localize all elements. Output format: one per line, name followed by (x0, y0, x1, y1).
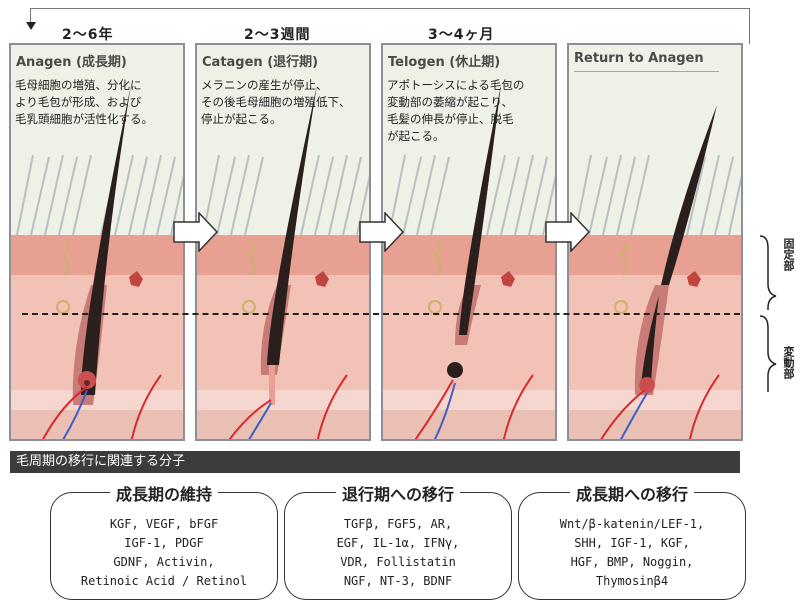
duration-catagen: 2～3週間 (244, 27, 311, 43)
molecule-line: VDR, Follistatin (340, 555, 456, 569)
panel-title-return-anagen: Return to Anagen (574, 51, 704, 66)
molecule-line: HGF, BMP, Noggin, (570, 555, 694, 569)
desc-line: 毛母細胞の増殖、分化に (15, 78, 142, 92)
cycle-return-line (30, 8, 750, 23)
title-underline (574, 71, 719, 72)
panel-desc-anagen: 毛母細胞の増殖、分化に より毛包が形成、および 毛乳頭細胞が活性化する。 (15, 77, 183, 128)
transition-arrow-icon (173, 212, 219, 252)
box-catagen-transition: 退行期への移行 TGFβ, FGF5, AR, EGF, IL-1α, IFNγ… (284, 485, 512, 600)
box-title: 退行期への移行 (285, 481, 511, 505)
molecule-line: Retinoic Acid / Retinol (80, 574, 248, 588)
desc-line: 停止が起こる。 (201, 112, 282, 126)
desc-line: 毛乳頭細胞が活性化する。 (15, 112, 153, 126)
panel-anagen: Anagen (成長期) 毛母細胞の増殖、分化に より毛包が形成、および 毛乳頭… (9, 43, 185, 441)
molecule-line: NGF, NT-3, BDNF (343, 574, 453, 588)
telogen-illustration (383, 45, 555, 439)
return-anagen-illustration (569, 45, 741, 439)
panel-desc-telogen: アポトーシスによる毛包の 変動部の萎縮が起こり、 毛髪の伸長が停止、脱毛 が起こ… (387, 77, 555, 145)
brace-icon (759, 235, 777, 392)
molecule-line: TGFβ, FGF5, AR, (343, 517, 453, 531)
box-body: Wnt/β-katenin/LEF-1, SHH, IGF-1, KGF, HG… (519, 515, 745, 591)
box-title-text: 成長期の維持 (109, 485, 218, 504)
variable-part-label: 変動部 (782, 346, 795, 379)
box-title-text: 退行期への移行 (335, 485, 460, 504)
fixed-variable-boundary-line (22, 313, 740, 315)
molecule-line: EGF, IL-1α, IFNγ, (336, 536, 460, 550)
box-anagen-maintenance: 成長期の維持 KGF, VEGF, bFGF IGF-1, PDGF GDNF,… (50, 485, 278, 600)
panel-desc-catagen: メラニンの産生が停止、 その後毛母細胞の増殖低下、 停止が起こる。 (201, 77, 369, 128)
box-title-text: 成長期への移行 (569, 485, 694, 504)
desc-line: アポトーシスによる毛包の (387, 78, 525, 92)
molecule-line: SHH, IGF-1, KGF, (574, 536, 690, 550)
panel-title-catagen: Catagen (退行期) (202, 55, 319, 70)
catagen-illustration (197, 45, 369, 439)
anagen-illustration (11, 45, 183, 439)
box-title: 成長期の維持 (51, 481, 277, 505)
transition-arrow-icon (359, 212, 405, 252)
panel-title-telogen: Telogen (休止期) (388, 55, 501, 70)
box-anagen-transition: 成長期への移行 Wnt/β-katenin/LEF-1, SHH, IGF-1,… (518, 485, 746, 600)
desc-line: その後毛母細胞の増殖低下、 (201, 95, 351, 109)
duration-telogen: 3～4ヶ月 (428, 27, 495, 43)
molecule-line: Thymosinβ4 (595, 574, 669, 588)
panel-title-anagen: Anagen (成長期) (16, 55, 127, 70)
molecules-band-title: 毛周期の移行に関連する分子 (10, 451, 740, 473)
fixed-part-label: 固定部 (782, 238, 795, 271)
molecule-line: KGF, VEGF, bFGF (109, 517, 219, 531)
desc-line: 変動部の萎縮が起こり、 (387, 95, 514, 109)
desc-line: より毛包が形成、および (15, 95, 142, 109)
molecule-line: GDNF, Activin, (113, 555, 215, 569)
duration-anagen: 2～6年 (62, 27, 114, 43)
molecule-line: IGF-1, PDGF (124, 536, 204, 550)
cycle-arrowhead-icon (26, 22, 36, 30)
cycle-line-right-drop (749, 8, 750, 44)
desc-line: 毛髪の伸長が停止、脱毛 (387, 112, 514, 126)
box-body: KGF, VEGF, bFGF IGF-1, PDGF GDNF, Activi… (51, 515, 277, 591)
box-body: TGFβ, FGF5, AR, EGF, IL-1α, IFNγ, VDR, F… (285, 515, 511, 591)
desc-line: メラニンの産生が停止、 (201, 78, 328, 92)
box-title: 成長期への移行 (519, 481, 745, 505)
desc-line: が起こる。 (387, 129, 445, 143)
molecule-line: Wnt/β-katenin/LEF-1, (559, 517, 705, 531)
transition-arrow-icon (545, 212, 591, 252)
panel-catagen: Catagen (退行期) メラニンの産生が停止、 その後毛母細胞の増殖低下、 … (195, 43, 371, 441)
panel-return-anagen: Return to Anagen (567, 43, 743, 441)
panel-telogen: Telogen (休止期) アポトーシスによる毛包の 変動部の萎縮が起こり、 毛… (381, 43, 557, 441)
